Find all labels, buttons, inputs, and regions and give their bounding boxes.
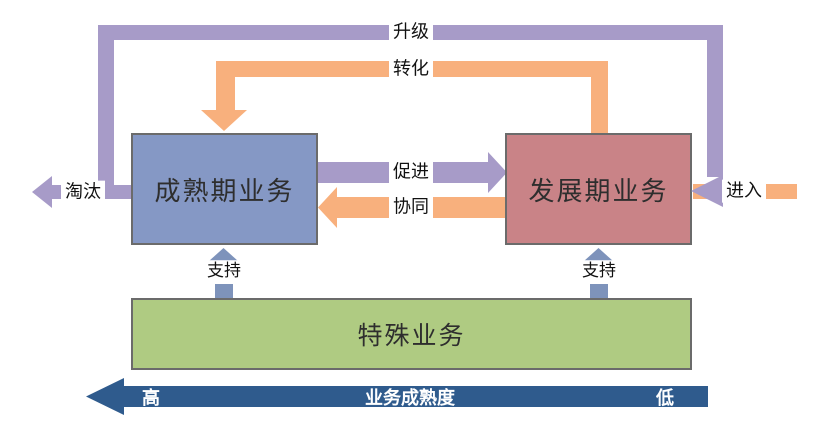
developing-business-box: 发展期业务 — [505, 133, 692, 245]
upgrade-arrow-right-segment — [707, 25, 723, 177]
special-business-box: 特殊业务 — [131, 298, 692, 370]
support-left-arrowhead — [209, 248, 238, 261]
transform-arrowhead — [201, 110, 247, 131]
mature-business-box: 成熟期业务 — [131, 133, 318, 245]
special-business-label: 特殊业务 — [357, 322, 466, 350]
upgrade-label: 升级 — [389, 20, 433, 44]
promote-label: 促进 — [389, 160, 433, 184]
axis-high-label: 高 — [142, 388, 160, 408]
transform-arrow-left-segment — [216, 61, 235, 112]
upgrade-arrow-left-segment — [98, 25, 114, 199]
maturity-axis-band — [123, 386, 708, 407]
enter-label: 进入 — [722, 179, 766, 203]
support-right-label: 支持 — [578, 260, 620, 282]
upgrade-arrowhead — [691, 175, 723, 207]
synergy-label: 协同 — [389, 195, 433, 219]
support-right-arrowhead — [584, 248, 613, 261]
developing-business-label: 发展期业务 — [528, 175, 669, 206]
axis-title: 业务成熟度 — [365, 388, 455, 408]
eliminate-arrowhead — [32, 176, 52, 208]
mature-business-label: 成熟期业务 — [154, 175, 295, 206]
support-left-stem — [215, 284, 233, 300]
synergy-arrowhead — [318, 187, 337, 228]
transform-label: 转化 — [389, 57, 433, 81]
support-left-label: 支持 — [203, 260, 245, 282]
support-right-stem — [590, 284, 608, 300]
eliminate-label: 淘汰 — [61, 180, 105, 204]
axis-low-label: 低 — [656, 388, 674, 408]
maturity-axis-arrowhead — [86, 378, 124, 415]
transform-arrow-right-segment — [591, 61, 608, 135]
